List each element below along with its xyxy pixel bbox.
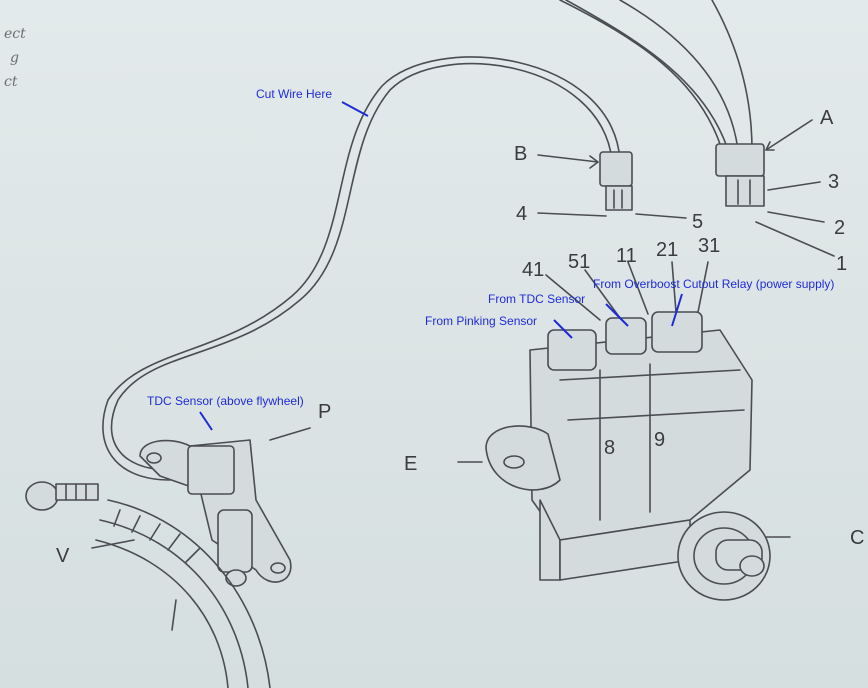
annotation-from-pinking-sensor: From Pinking Sensor [425, 314, 537, 328]
annotation-from-tdc-sensor: From TDC Sensor [488, 292, 585, 306]
tdc-sensor-bracket [139, 439, 292, 587]
label-pin-2: 2 [834, 217, 845, 239]
label-pin-21: 21 [656, 239, 678, 261]
label-pin-8: 8 [604, 437, 615, 459]
connector-a [715, 143, 765, 207]
annotation-pointers [199, 101, 683, 431]
label-pin-41: 41 [522, 259, 544, 281]
leader-lines [91, 119, 835, 549]
margin-text-2: g [10, 50, 19, 66]
annotation-from-overboost-relay: From Overboost Cutout Relay (power suppl… [593, 277, 834, 291]
label-pin-9: 9 [654, 429, 665, 451]
margin-text-3: ct [4, 74, 18, 90]
connector-b [599, 151, 633, 211]
label-a: A [820, 107, 834, 129]
annotation-cut-wire: Cut Wire Here [256, 87, 332, 101]
label-v: V [56, 545, 70, 567]
label-pin-5: 5 [692, 211, 703, 233]
label-pin-31: 31 [698, 235, 720, 257]
label-pin-11: 11 [616, 245, 637, 267]
bolt [25, 481, 99, 511]
harness-cables [559, 0, 753, 151]
label-e: E [404, 453, 417, 475]
annotation-tdc-sensor-flywheel: TDC Sensor (above flywheel) [147, 394, 304, 408]
flywheel [95, 499, 271, 688]
label-pin-3: 3 [828, 171, 839, 193]
label-pin-51: 51 [568, 251, 590, 273]
margin-text-1: ect [4, 26, 26, 42]
control-unit [485, 311, 771, 601]
label-pin-4: 4 [516, 203, 527, 225]
label-c: C [850, 527, 864, 549]
label-b: B [514, 143, 527, 165]
label-p: P [318, 401, 331, 423]
tdc-sensor-cable [102, 56, 621, 481]
label-pin-1: 1 [836, 253, 847, 275]
